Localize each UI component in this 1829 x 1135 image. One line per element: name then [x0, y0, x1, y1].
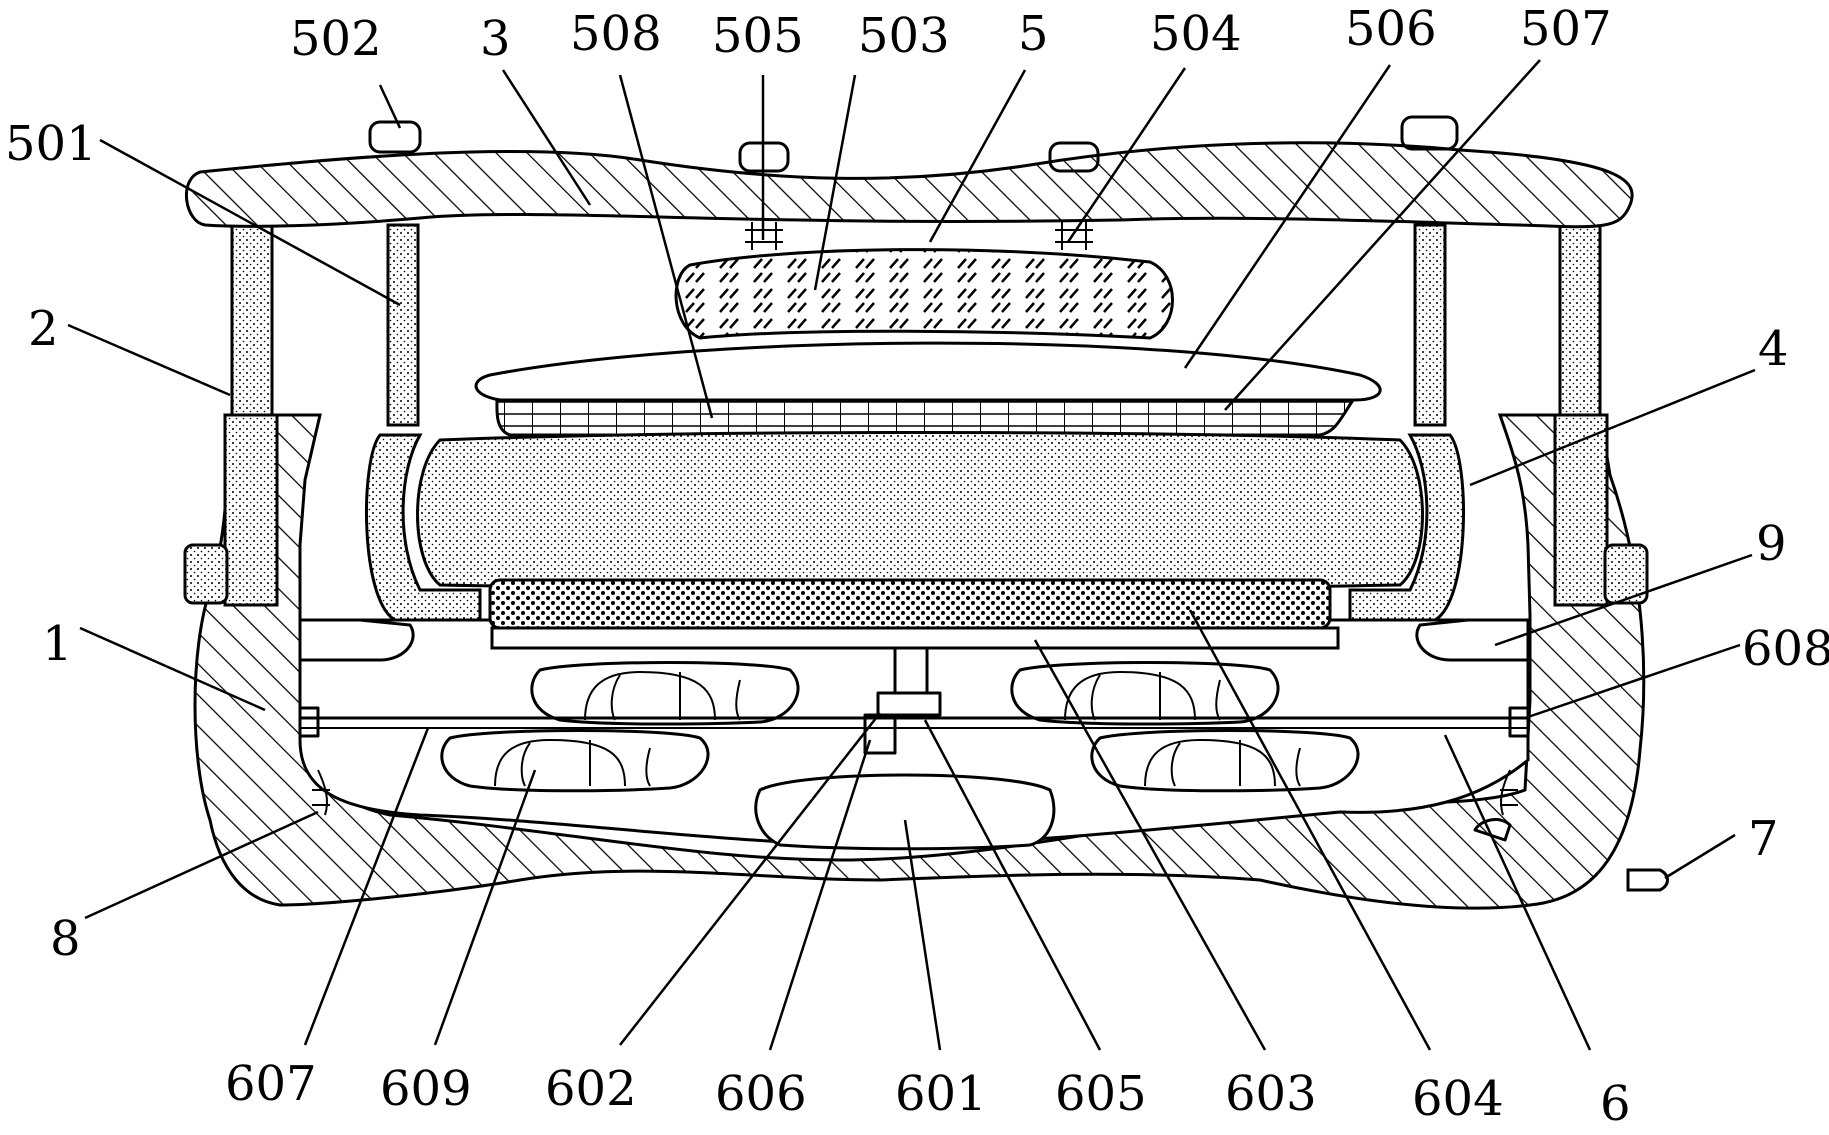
label-501: 501: [5, 116, 97, 172]
label-508: 508: [570, 6, 662, 62]
central-body: [416, 431, 1424, 591]
label-9: 9: [1756, 516, 1787, 572]
label-507: 507: [1520, 1, 1612, 57]
top-knob-left: [368, 120, 422, 154]
label-503: 503: [858, 8, 950, 64]
lower-left-roller: [440, 729, 710, 793]
motor-base: [754, 773, 1056, 851]
label-602: 602: [545, 1061, 637, 1117]
right-threaded-connector: [1055, 222, 1093, 250]
outlet-tube: [1626, 868, 1669, 892]
right-outer-column: [1558, 223, 1602, 417]
dense-pad: [488, 578, 1332, 630]
right-side-knob: [1603, 543, 1649, 605]
center-coupling: [876, 691, 942, 717]
upper-right-roller: [1010, 661, 1280, 726]
label-3: 3: [480, 11, 511, 67]
top-knob-center-right: [1048, 141, 1100, 173]
support-plate: [490, 626, 1340, 650]
label-605: 605: [1055, 1066, 1147, 1122]
label-4: 4: [1758, 321, 1789, 377]
right-holder: [1348, 433, 1465, 622]
pressing-pad: [674, 248, 1174, 340]
right-bracket: [1415, 618, 1530, 662]
upper-left-roller: [530, 661, 800, 726]
label-609: 609: [380, 1061, 472, 1117]
leader-lines: [67, 59, 1756, 1051]
top-knob-right: [1400, 115, 1459, 151]
label-1: 1: [42, 616, 73, 672]
label-603: 603: [1225, 1066, 1317, 1122]
left-side-knob: [183, 543, 229, 605]
label-502: 502: [290, 11, 382, 67]
left-rail-end: [298, 706, 320, 738]
upper-plate: [474, 341, 1382, 402]
label-8: 8: [50, 911, 81, 967]
right-sleeve: [1553, 413, 1609, 607]
base-housing: [193, 413, 1646, 910]
left-bracket: [298, 618, 415, 662]
label-5: 5: [1018, 6, 1049, 62]
left-holder: [365, 433, 482, 622]
right-hook: [1473, 769, 1518, 842]
label-506: 506: [1345, 1, 1437, 57]
label-2: 2: [28, 301, 59, 357]
grid-strip: [495, 398, 1356, 437]
left-sleeve: [223, 413, 279, 607]
label-606: 606: [715, 1066, 807, 1122]
label-601: 601: [895, 1066, 987, 1122]
label-505: 505: [712, 8, 804, 64]
top-cover: [184, 141, 1634, 229]
label-504: 504: [1150, 6, 1242, 62]
left-hook: [312, 769, 330, 816]
label-608: 608: [1742, 621, 1829, 677]
right-rail-end: [1508, 706, 1530, 738]
label-604: 604: [1412, 1071, 1504, 1127]
label-6: 6: [1600, 1076, 1631, 1132]
label-7: 7: [1748, 811, 1779, 867]
right-inner-column: [1413, 223, 1447, 427]
left-inner-column: [386, 223, 420, 427]
left-outer-column: [230, 223, 274, 417]
label-607: 607: [225, 1056, 317, 1112]
